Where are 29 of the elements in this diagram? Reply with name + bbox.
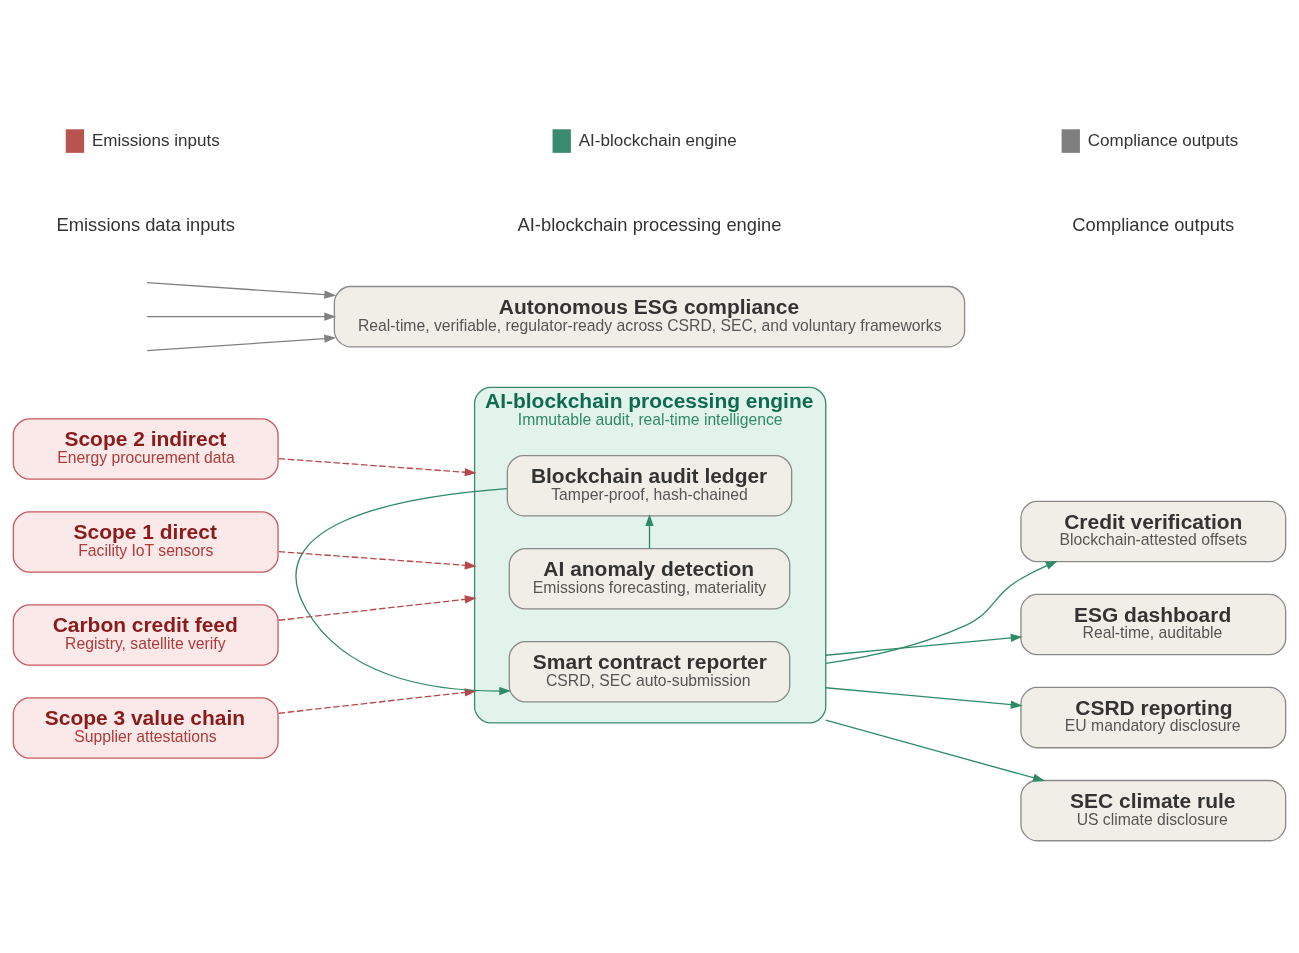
node-box: Carbon credit feed Registry, satellite verify [12, 604, 279, 666]
node-box: Smart contract reporter CSRD, SEC auto-submission [508, 640, 791, 703]
node-box: Scope 1 direct Facility IoT sensors [12, 511, 279, 573]
arrow [146, 281, 337, 299]
arrow [825, 560, 1058, 665]
node-box: AI anomaly detection Emissions forecasting, materiality [508, 547, 791, 610]
legend-label: AI-blockchain engine [578, 130, 737, 150]
node-box: Autonomous ESG compliance Real-time, verifiable, regulator-ready across CSRD, SEC, and voluntary frameworks [333, 285, 966, 348]
label: AI-blockchain processing engine [517, 214, 782, 236]
arrow [278, 457, 477, 477]
node-box: CSRD reporting EU mandatory disclosure [1020, 686, 1287, 749]
arrow [278, 595, 477, 621]
node-box: Scope 2 indirect Energy procurement data [12, 418, 279, 480]
legend-label: Emissions inputs [91, 130, 220, 150]
node-box: ESG dashboard Real-time, auditable [1020, 593, 1287, 656]
node-box: Scope 3 value chain Supplier attestations [12, 697, 279, 759]
node-box: Credit verification Blockchain-attested offsets [1020, 500, 1287, 563]
label: Emissions data inputs [56, 214, 235, 236]
arrow [278, 551, 477, 570]
arrow [146, 334, 337, 352]
node-box: SEC climate rule US climate disclosure [1020, 779, 1287, 842]
arrow [825, 633, 1023, 656]
legend-label: Compliance outputs [1087, 130, 1239, 150]
arrow [825, 719, 1045, 782]
node-box: Blockchain audit ledger Tamper-proof, hash-chained [506, 454, 793, 517]
arrow [146, 312, 337, 321]
arrow [645, 514, 654, 550]
arrow [825, 687, 1023, 709]
label: Compliance outputs [1072, 214, 1235, 236]
